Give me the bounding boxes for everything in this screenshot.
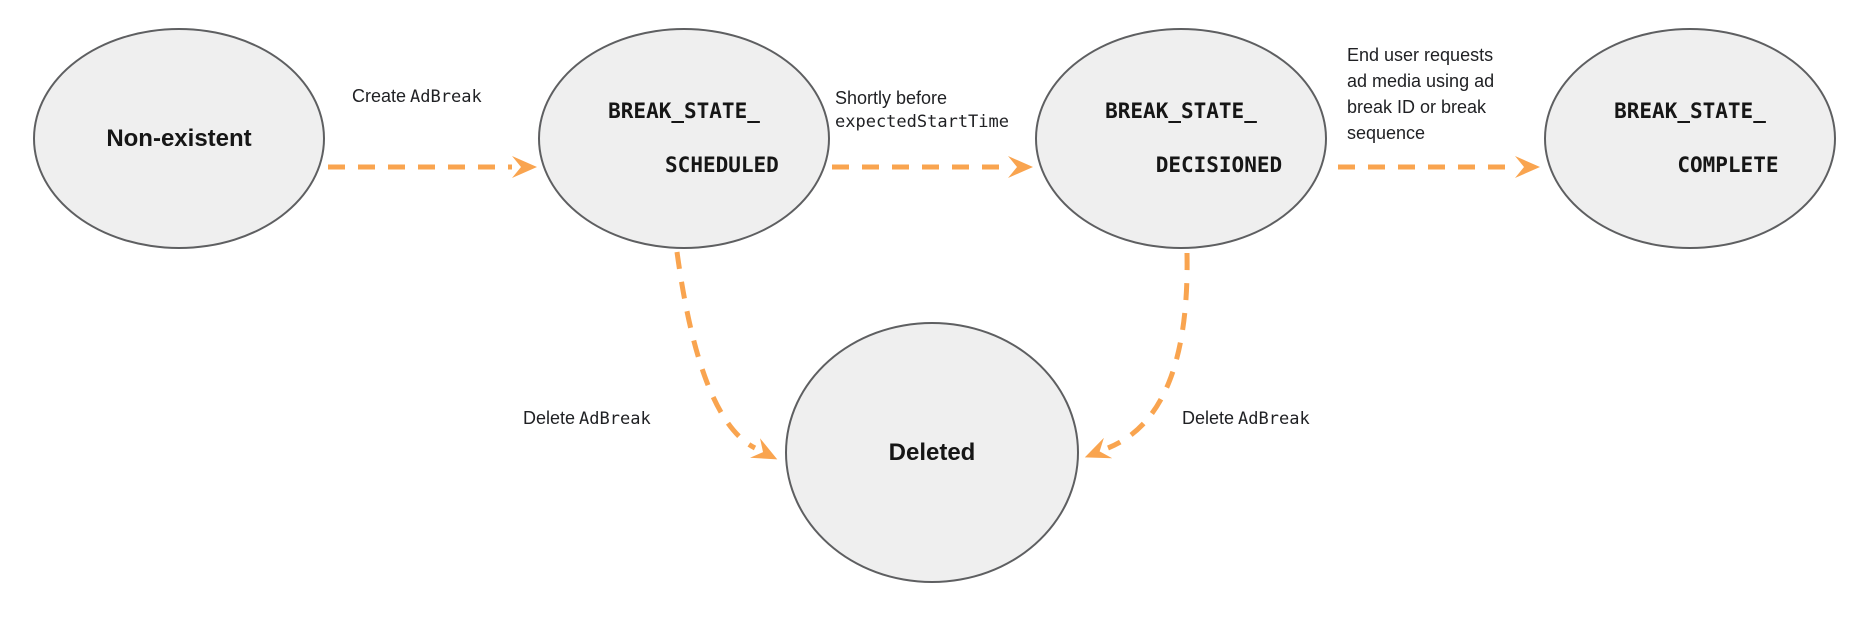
state-label-break-state-scheduled: BREAK_STATE_ SCHEDULED bbox=[608, 99, 779, 177]
state-label-break-state-complete: BREAK_STATE_ COMPLETE bbox=[1614, 99, 1779, 177]
state-node-break-state-complete: BREAK_STATE_ COMPLETE bbox=[1544, 28, 1836, 249]
state-label-deleted: Deleted bbox=[888, 438, 976, 466]
edge-delete-adbreak-left-arrow bbox=[674, 251, 778, 460]
state-node-break-state-scheduled: BREAK_STATE_ SCHEDULED bbox=[538, 28, 830, 249]
edge-label-shortly-before: Shortly before expectedStartTime bbox=[835, 88, 1009, 132]
state-label-break-state-decisioned: BREAK_STATE_ DECISIONED bbox=[1105, 99, 1283, 177]
edge-label-end-user-requests: End user requests ad media using ad brea… bbox=[1347, 45, 1495, 143]
edge-delete-adbreak-right-arrow bbox=[1084, 252, 1190, 459]
state-label-non-existent: Non-existent bbox=[106, 124, 252, 152]
state-node-break-state-decisioned: BREAK_STATE_ DECISIONED bbox=[1035, 28, 1327, 249]
state-node-non-existent: Non-existent bbox=[33, 28, 325, 249]
state-node-deleted: Deleted bbox=[785, 322, 1079, 583]
